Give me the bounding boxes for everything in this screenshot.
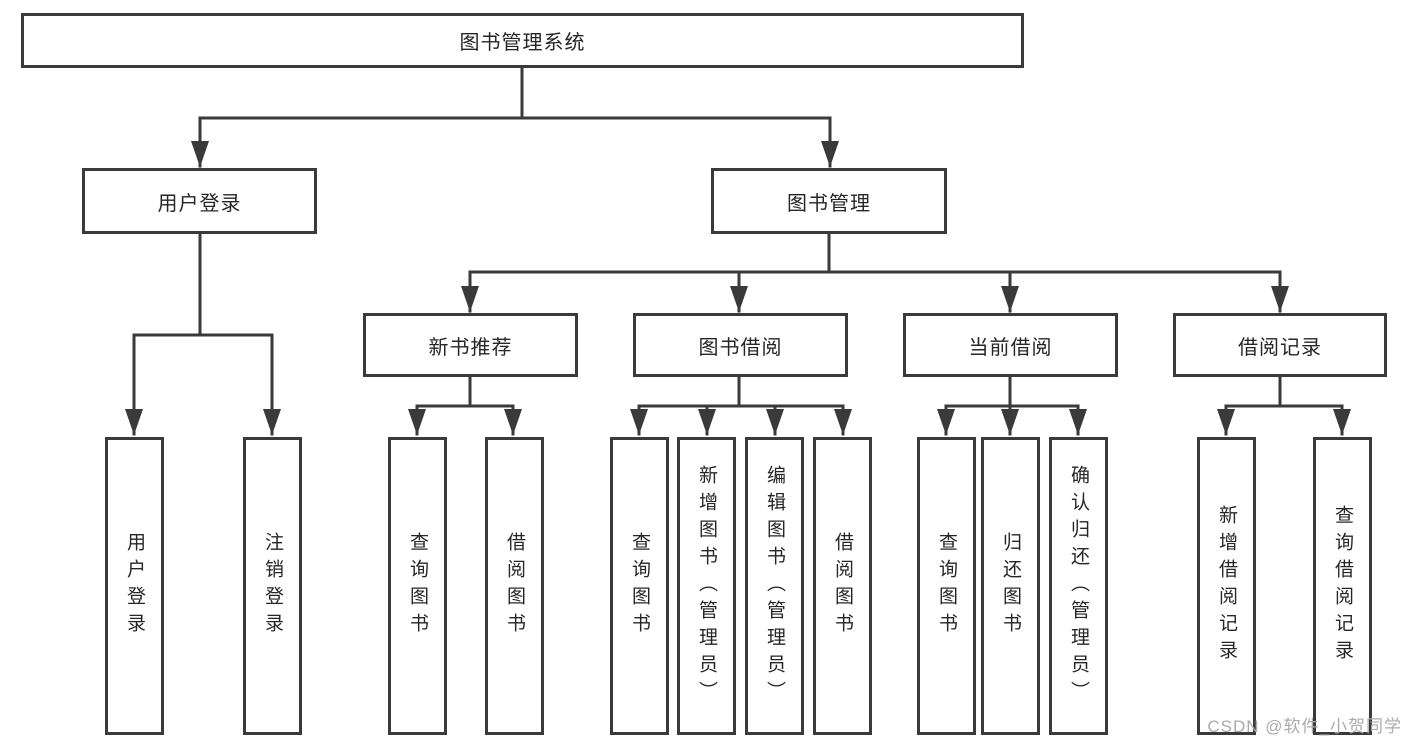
leaf-query-books-borrow: 查询图书 — [610, 437, 669, 735]
leaf-user-login-label: 用户登录 — [124, 532, 145, 640]
node-user-login-label: 用户登录 — [157, 192, 242, 215]
node-borrow-records: 借阅记录 — [1173, 313, 1387, 377]
node-root: 图书管理系统 — [21, 13, 1024, 68]
node-book-borrow: 图书借阅 — [633, 313, 848, 377]
leaf-return-book: 归还图书 — [981, 437, 1040, 735]
leaf-edit-book-admin-label: 编辑图书（管理员） — [764, 464, 785, 708]
node-new-book-recommend-label: 新书推荐 — [428, 336, 513, 359]
node-book-management-label: 图书管理 — [787, 192, 871, 215]
leaf-query-borrow-record-label: 查询借阅记录 — [1332, 505, 1353, 667]
leaf-borrow-books-borrow: 借阅图书 — [813, 437, 872, 735]
leaf-add-borrow-record: 新增借阅记录 — [1197, 437, 1256, 735]
node-new-book-recommend: 新书推荐 — [363, 313, 578, 377]
leaf-confirm-return-admin: 确认归还（管理员） — [1049, 437, 1108, 735]
leaf-add-book-admin-label: 新增图书（管理员） — [696, 464, 717, 708]
node-current-borrow: 当前借阅 — [903, 313, 1118, 377]
node-current-borrow-label: 当前借阅 — [968, 336, 1053, 359]
leaf-borrow-books-recommend: 借阅图书 — [485, 437, 544, 735]
leaf-add-borrow-record-label: 新增借阅记录 — [1216, 505, 1237, 667]
node-book-management: 图书管理 — [711, 168, 947, 234]
leaf-borrow-books-borrow-label: 借阅图书 — [832, 532, 853, 640]
leaf-query-books-recommend: 查询图书 — [388, 437, 447, 735]
leaf-query-books-borrow-label: 查询图书 — [629, 532, 650, 640]
node-borrow-records-label: 借阅记录 — [1238, 336, 1322, 359]
leaf-add-book-admin: 新增图书（管理员） — [677, 437, 736, 735]
leaf-return-book-label: 归还图书 — [1000, 532, 1021, 640]
leaf-query-books-current: 查询图书 — [917, 437, 976, 735]
leaf-logout-label: 注销登录 — [262, 532, 283, 640]
leaf-edit-book-admin: 编辑图书（管理员） — [745, 437, 804, 735]
node-user-login: 用户登录 — [82, 168, 317, 234]
leaf-query-books-recommend-label: 查询图书 — [407, 532, 428, 640]
watermark: CSDN @软件_小贺同学 — [1207, 717, 1402, 736]
leaf-query-borrow-record: 查询借阅记录 — [1313, 437, 1372, 735]
node-root-label: 图书管理系统 — [459, 32, 586, 54]
leaf-logout: 注销登录 — [243, 437, 302, 735]
leaf-user-login: 用户登录 — [105, 437, 164, 735]
node-book-borrow-label: 图书借阅 — [698, 336, 783, 359]
leaf-query-books-current-label: 查询图书 — [936, 532, 957, 640]
leaf-borrow-books-recommend-label: 借阅图书 — [504, 532, 525, 640]
leaf-confirm-return-admin-label: 确认归还（管理员） — [1068, 464, 1089, 708]
